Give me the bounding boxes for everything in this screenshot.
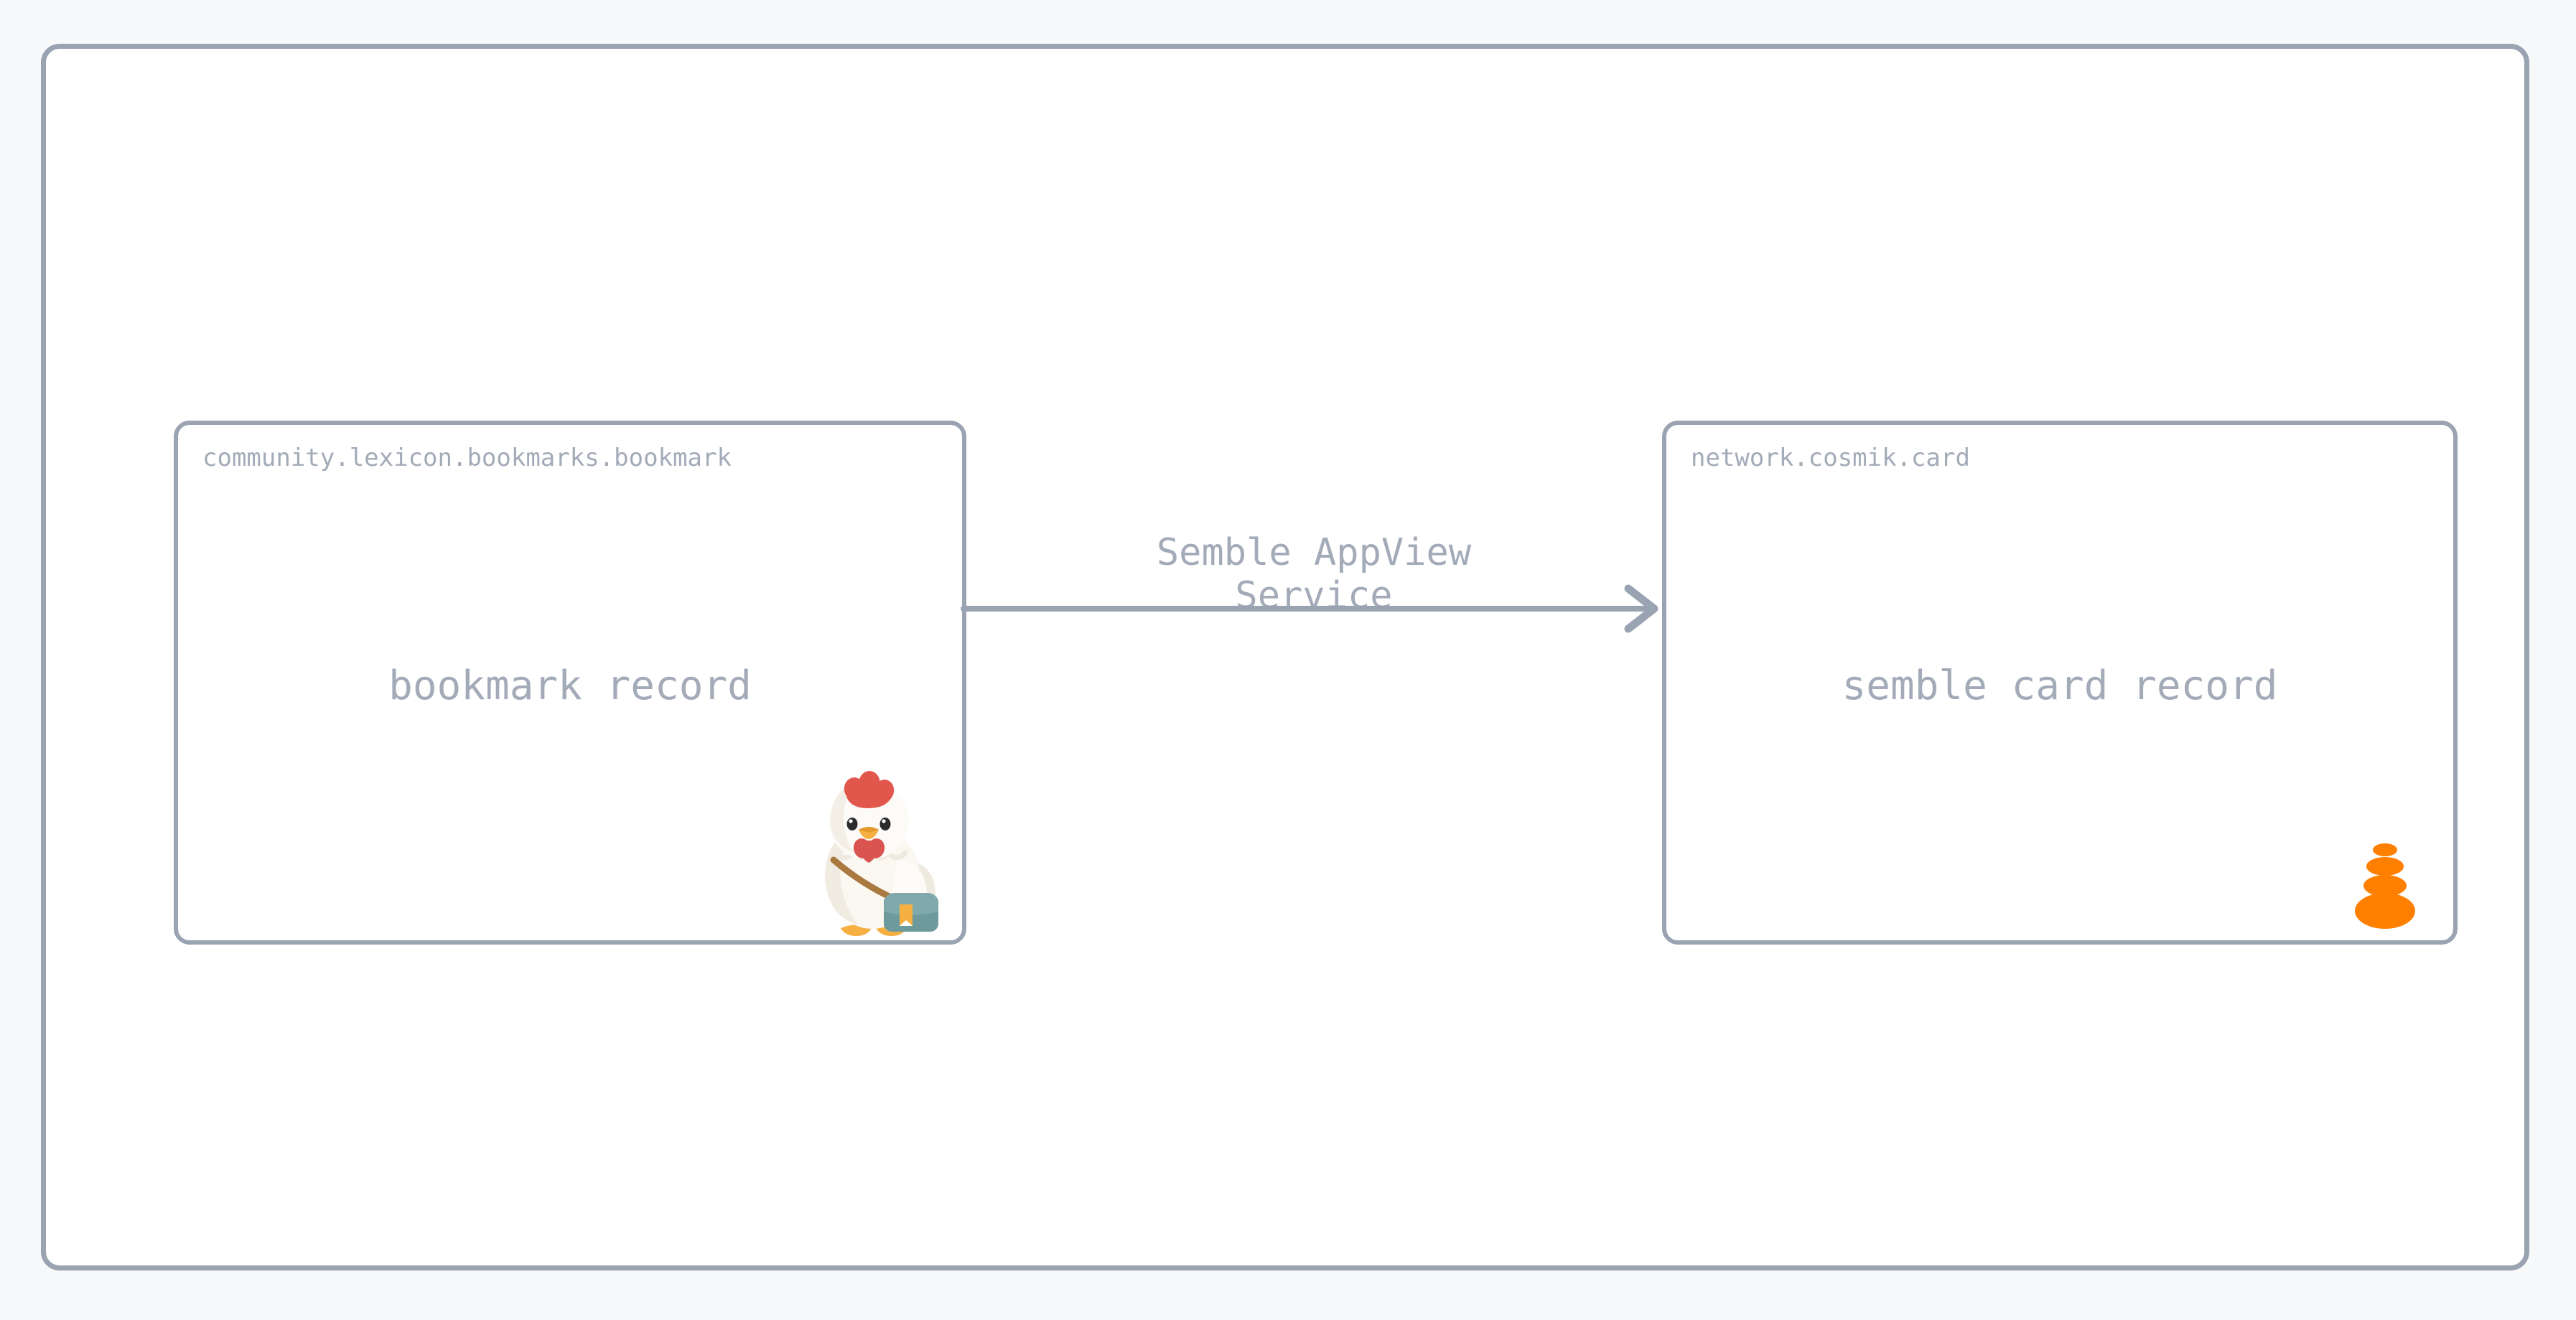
node-card-bookmark[interactable]: community.lexicon.bookmarks.bookmark boo…	[174, 421, 966, 945]
node-nsid-label: network.cosmik.card	[1691, 444, 1970, 472]
edge-label-semble-appview-service: Semble AppView Service	[1156, 531, 1472, 618]
node-title-bookmark-record: bookmark record	[388, 663, 752, 709]
diagram-frame: community.lexicon.bookmarks.bookmark boo…	[41, 44, 2529, 1270]
chicken-with-satchel-icon	[795, 768, 956, 939]
node-nsid-label: community.lexicon.bookmarks.bookmark	[202, 444, 732, 472]
node-title-semble-card-record: semble card record	[1842, 663, 2278, 709]
orange-cairn-stack-icon	[2331, 821, 2439, 929]
node-card-semble[interactable]: network.cosmik.card semble card record	[1662, 421, 2458, 945]
